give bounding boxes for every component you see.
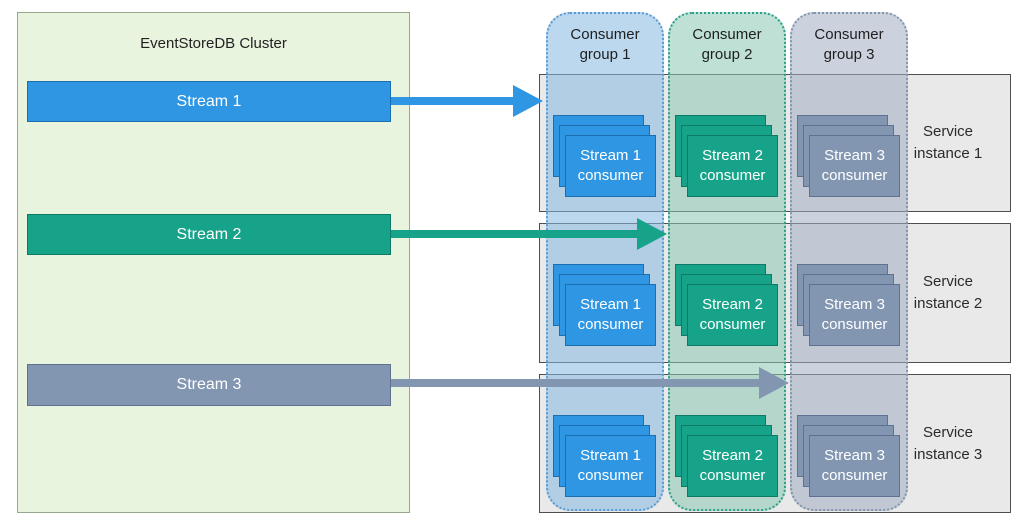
consumer-group-1-header: Consumer group 1 (548, 14, 662, 65)
consumer-group-2-header-line1: Consumer (692, 26, 762, 43)
stream-1-consumer-stack-instance-3: Stream 1 consumer (553, 415, 656, 497)
cluster-title: EventStoreDB Cluster (140, 35, 287, 52)
arrow-head-icon (637, 218, 667, 250)
consumer-card-label-line1: Stream 3 (824, 296, 885, 313)
consumer-group-1-header-line1: Consumer (570, 26, 640, 43)
service-instance-3-label-line1: Service (922, 423, 974, 441)
consumer-card-label-line2: consumer (577, 467, 644, 484)
stream-3-bar: Stream 3 (27, 364, 391, 406)
stream-3-consumer-card: Stream 3 consumer (809, 284, 900, 346)
stream-3-consumer-card: Stream 3 consumer (809, 435, 900, 497)
consumer-card-label-line1: Stream 2 (702, 447, 763, 464)
arrow-head-icon (513, 85, 543, 117)
consumer-card-label-line2: consumer (699, 467, 766, 484)
consumer-card-label-line2: consumer (821, 167, 888, 184)
consumer-card-label-line2: consumer (699, 316, 766, 333)
arrow-shaft (391, 230, 637, 238)
service-instance-2-label: Service instance 2 (894, 224, 1002, 362)
consumer-card-label-line2: consumer (699, 167, 766, 184)
stream-2-label: Stream 2 (176, 225, 242, 243)
service-instance-1-label-line1: Service (922, 123, 974, 140)
stream-1-arrow (391, 85, 543, 117)
stream-2-consumer-card: Stream 2 consumer (687, 435, 778, 497)
stream-1-label: Stream 1 (176, 92, 242, 110)
arrow-shaft (391, 97, 513, 105)
arrow-shaft (391, 379, 759, 387)
stream-2-consumer-card: Stream 2 consumer (687, 284, 778, 346)
stream-2-arrow (391, 218, 667, 250)
consumer-group-3-header: Consumer group 3 (792, 14, 906, 65)
consumer-card-label-line1: Stream 2 (702, 147, 763, 164)
consumer-card-label-line2: consumer (577, 316, 644, 333)
consumer-card-label-line2: consumer (821, 316, 888, 333)
consumer-group-2-header-line2: group 2 (701, 46, 753, 63)
consumer-card-label-line1: Stream 3 (824, 447, 885, 464)
service-instance-1-label: Service instance 1 (894, 75, 1002, 211)
consumer-card-label-line1: Stream 2 (702, 296, 763, 313)
stream-3-label: Stream 3 (176, 376, 242, 393)
consumer-card-label-line1: Stream 1 (580, 296, 641, 313)
service-instance-3-label-line2: instance 3 (913, 445, 983, 463)
stream-3-consumer-stack-instance-1: Stream 3 consumer (797, 115, 900, 197)
consumer-card-label-line2: consumer (577, 167, 644, 184)
stream-3-consumer-stack-instance-2: Stream 3 consumer (797, 264, 900, 346)
consumer-group-1-header-line2: group 1 (579, 46, 631, 63)
service-instance-2-label-line2: instance 2 (913, 295, 983, 312)
stream-1-consumer-card: Stream 1 consumer (565, 435, 656, 497)
stream-2-consumer-stack-instance-1: Stream 2 consumer (675, 115, 778, 197)
consumer-group-3-header-line2: group 3 (823, 46, 875, 63)
stream-2-consumer-card: Stream 2 consumer (687, 135, 778, 197)
service-instance-2-label-line1: Service (922, 273, 974, 290)
stream-1-consumer-stack-instance-1: Stream 1 consumer (553, 115, 656, 197)
stream-1-consumer-card: Stream 1 consumer (565, 135, 656, 197)
stream-2-bar: Stream 2 (27, 214, 391, 255)
consumer-card-label-line1: Stream 1 (580, 447, 641, 464)
stream-2-consumer-stack-instance-2: Stream 2 consumer (675, 264, 778, 346)
consumer-group-3-header-line1: Consumer (814, 26, 884, 43)
stream-3-consumer-stack-instance-3: Stream 3 consumer (797, 415, 900, 497)
stream-1-consumer-card: Stream 1 consumer (565, 284, 656, 346)
consumer-group-2-header: Consumer group 2 (670, 14, 784, 65)
consumer-card-label-line1: Stream 3 (824, 147, 885, 164)
consumer-card-label-line2: consumer (821, 467, 888, 484)
stream-1-consumer-stack-instance-2: Stream 1 consumer (553, 264, 656, 346)
service-instance-1-label-line2: instance 1 (913, 145, 983, 162)
arrow-head-icon (759, 367, 789, 399)
consumer-card-label-line1: Stream 1 (580, 147, 641, 164)
stream-1-bar: Stream 1 (27, 81, 391, 122)
stream-2-consumer-stack-instance-3: Stream 2 consumer (675, 415, 778, 497)
stream-3-consumer-card: Stream 3 consumer (809, 135, 900, 197)
service-instance-3-label: Service instance 3 (894, 375, 1002, 512)
stream-3-arrow (391, 367, 789, 399)
